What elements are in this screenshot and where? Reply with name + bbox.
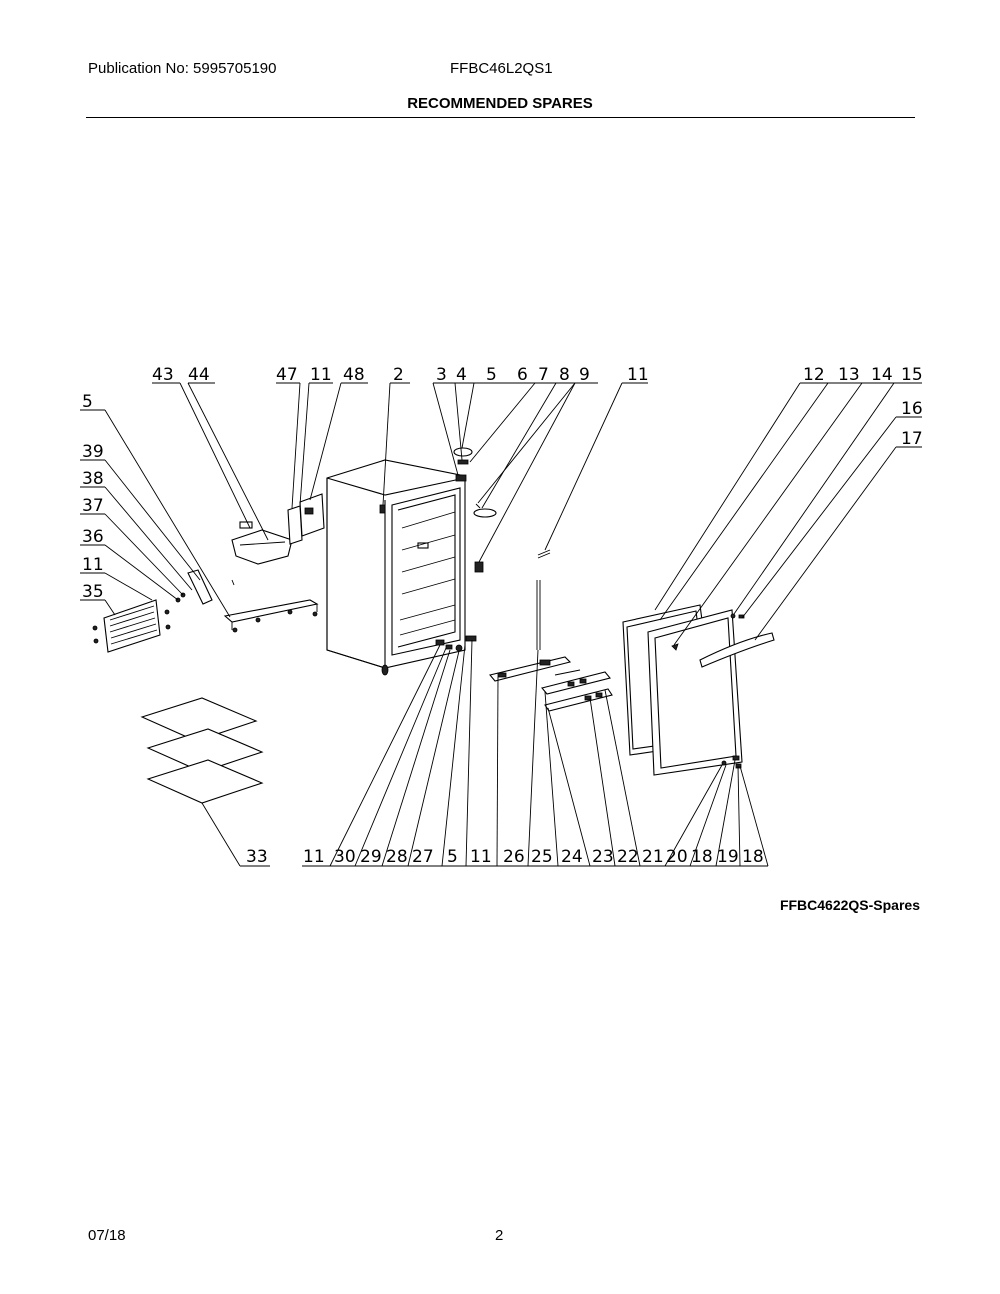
callout-14: 14 <box>871 365 893 385</box>
callout-5-left: 5 <box>82 392 93 412</box>
callout-36: 36 <box>82 527 104 547</box>
publication-number: Publication No: 5995705190 <box>88 60 277 77</box>
callout-33: 33 <box>246 847 268 867</box>
condenser <box>92 599 171 653</box>
callout-13: 13 <box>838 365 860 385</box>
callout-11: 11 <box>310 365 332 385</box>
callout-2: 2 <box>393 365 404 385</box>
page-number: 2 <box>495 1227 504 1244</box>
callout-26: 26 <box>503 847 525 867</box>
callout-35: 35 <box>82 582 104 602</box>
callout-44: 44 <box>188 365 210 385</box>
callout-23: 23 <box>592 847 614 867</box>
top-parts <box>453 447 497 573</box>
callout-7: 7 <box>538 365 549 385</box>
callout-11-bottom-b: 11 <box>470 847 492 867</box>
callout-25: 25 <box>531 847 553 867</box>
callout-37: 37 <box>82 496 104 516</box>
callout-5: 5 <box>486 365 497 385</box>
door-assembly <box>622 604 775 776</box>
figure-label: FFBC4622QS-Spares <box>779 897 920 913</box>
callout-3: 3 <box>436 365 447 385</box>
callout-16: 16 <box>901 399 923 419</box>
callout-11-bottom-a: 11 <box>303 847 325 867</box>
hinge-and-kick-plate-parts <box>489 549 613 712</box>
callout-6: 6 <box>517 365 528 385</box>
callout-27: 27 <box>412 847 434 867</box>
fan-and-duct-parts <box>231 493 325 586</box>
callout-18-b: 18 <box>742 847 764 867</box>
model-number: FFBC46L2QS1 <box>450 60 553 77</box>
callout-12: 12 <box>803 365 825 385</box>
callout-21: 21 <box>642 847 664 867</box>
callout-18-a: 18 <box>691 847 713 867</box>
callout-numbers: 43 44 47 11 48 2 3 4 5 6 7 8 9 11 12 13 … <box>82 365 923 867</box>
compressor-bracket <box>175 569 319 633</box>
callout-5-bottom: 5 <box>447 847 458 867</box>
callout-22: 22 <box>617 847 639 867</box>
cabinet <box>326 459 477 676</box>
callout-24: 24 <box>561 847 583 867</box>
callout-38: 38 <box>82 469 104 489</box>
callout-9: 9 <box>579 365 590 385</box>
callout-43: 43 <box>152 365 174 385</box>
footer-date: 07/18 <box>88 1227 126 1244</box>
callout-8: 8 <box>559 365 570 385</box>
header-rule <box>86 117 915 118</box>
leader-lines <box>80 382 922 867</box>
callout-48: 48 <box>343 365 365 385</box>
callout-29: 29 <box>360 847 382 867</box>
callout-19: 19 <box>717 847 739 867</box>
callout-20: 20 <box>666 847 688 867</box>
callout-4: 4 <box>456 365 467 385</box>
page-title: RECOMMENDED SPARES <box>407 95 593 112</box>
callout-15: 15 <box>901 365 923 385</box>
callout-30: 30 <box>334 847 356 867</box>
callout-39: 39 <box>82 442 104 462</box>
callout-11-left: 11 <box>82 555 104 575</box>
callout-11-top: 11 <box>627 365 649 385</box>
callout-47: 47 <box>276 365 298 385</box>
callout-17: 17 <box>901 429 923 449</box>
glass-shelves <box>140 697 264 804</box>
callout-28: 28 <box>386 847 408 867</box>
